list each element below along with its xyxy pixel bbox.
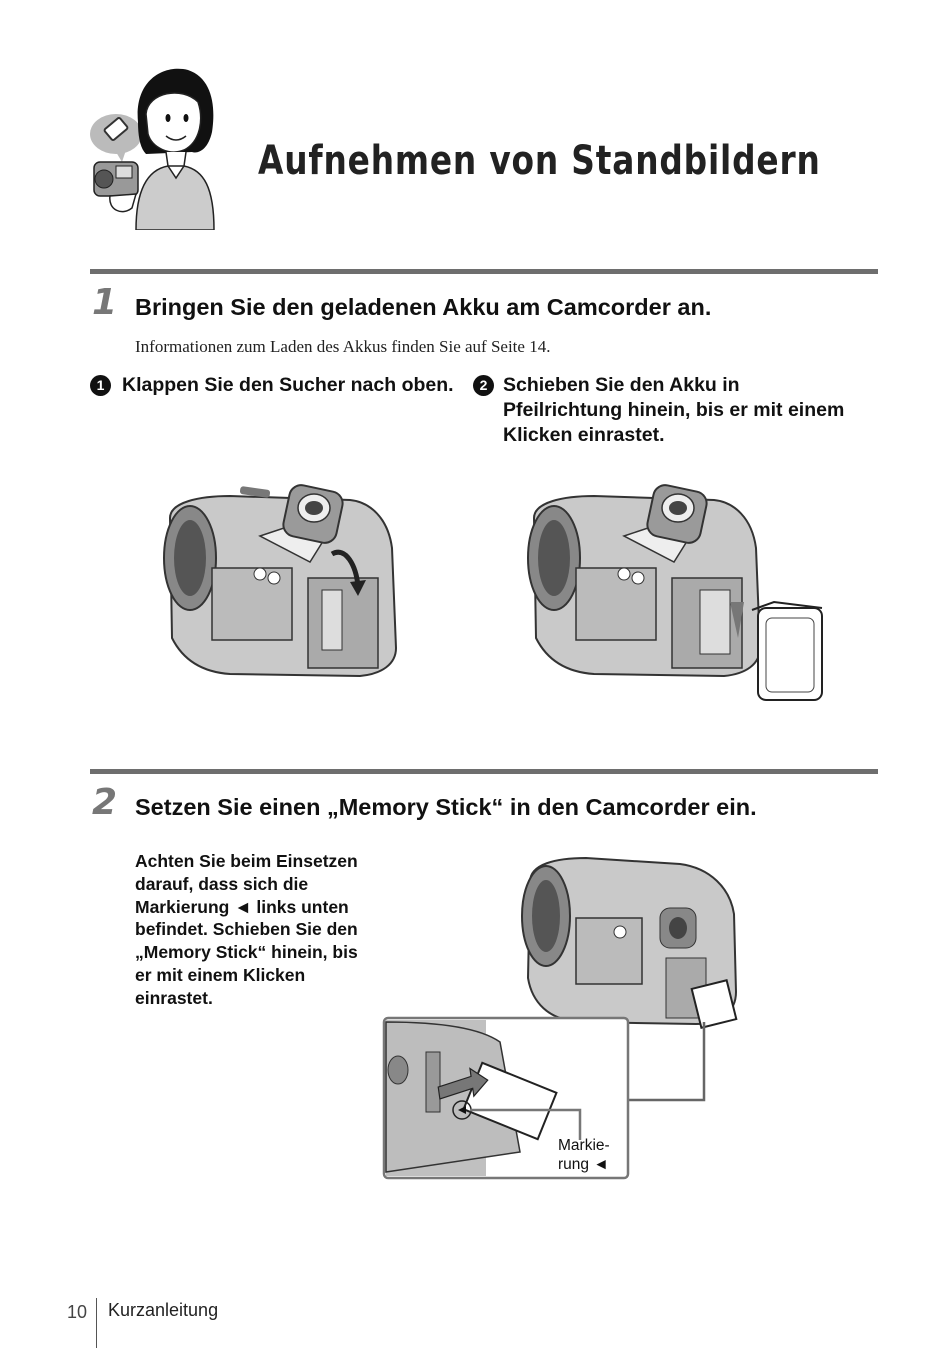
camcorder-battery-illustration (527, 484, 823, 701)
substep-bullet: 1 (90, 375, 111, 396)
camcorder-viewfinder-illustration (163, 484, 398, 678)
step-title: Setzen Sie einen „Memory Stick“ in den C… (135, 794, 757, 820)
step-info-text: Informationen zum Laden des Akkus finden… (135, 337, 551, 356)
page-title: Aufnehmen von Standbildern (258, 138, 821, 184)
footer-section: Kurzanleitung (108, 1300, 219, 1320)
section-divider (90, 769, 878, 774)
callout-label: Markie- rung ◄ (558, 1137, 610, 1173)
camcorder-memory-stick-illustration (382, 856, 738, 1180)
substep-text: Schieben Sie den Akku in Pfeilrichtung h… (503, 374, 845, 446)
footer-divider (96, 1298, 97, 1348)
page-number: 10 (67, 1302, 88, 1322)
step-title: Bringen Sie den geladenen Akku am Camcor… (135, 294, 712, 320)
substep-text: Klappen Sie den Sucher nach oben. (122, 374, 454, 396)
step-number: 1 (92, 282, 118, 323)
section-divider (90, 269, 878, 274)
woman-with-camcorder-illustration (90, 68, 215, 230)
substep-bullet: 2 (473, 375, 494, 396)
step-instructions: Achten Sie beim Einsetzen darauf, dass s… (135, 851, 358, 1008)
step-number: 2 (92, 782, 118, 823)
